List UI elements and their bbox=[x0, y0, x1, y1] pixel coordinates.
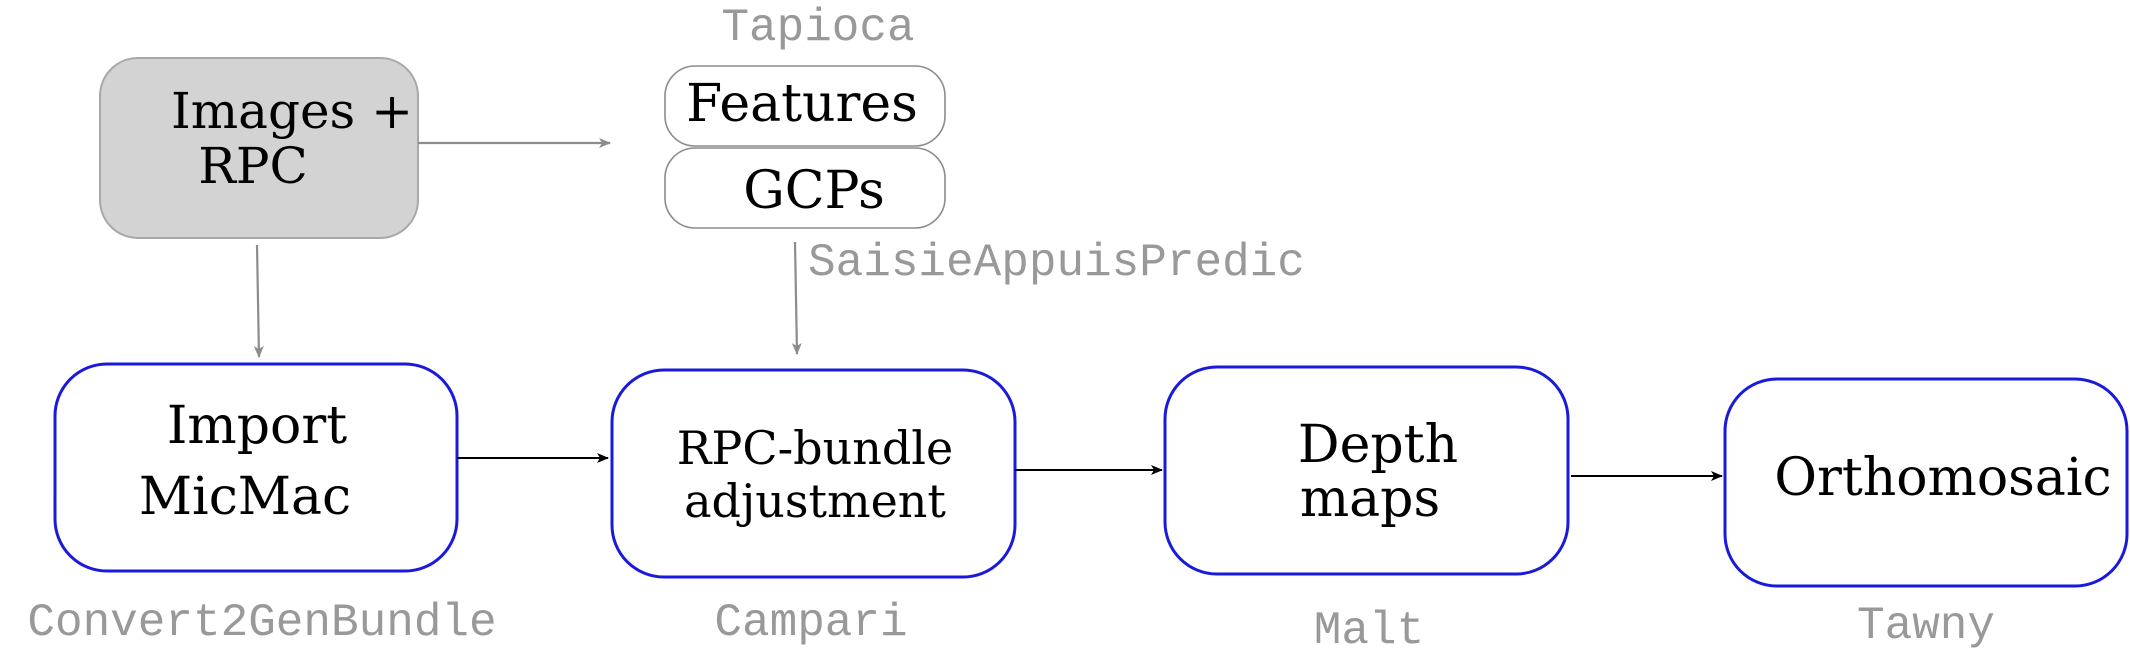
orthomosaic-label: Orthomosaic bbox=[1774, 448, 2111, 508]
features-node: Features bbox=[664, 65, 946, 147]
images-rpc-line2: RPC bbox=[198, 137, 308, 195]
import-line1: Import bbox=[167, 396, 347, 456]
features-label: Features bbox=[686, 74, 918, 134]
saisie-tool-label: SaisieAppuisPredic bbox=[808, 237, 1305, 289]
depth-line2: maps bbox=[1300, 469, 1440, 529]
orthomosaic-node: Orthomosaic bbox=[1723, 377, 2129, 588]
images-rpc-line1: Images + bbox=[171, 82, 413, 140]
depth-maps-node: Depth maps bbox=[1163, 365, 1570, 576]
rpc-bundle-line2: adjustment bbox=[684, 474, 946, 528]
rpc-bundle-line1: RPC-bundle bbox=[677, 421, 953, 475]
images-rpc-node: Images + RPC bbox=[99, 57, 419, 239]
campari-tool-label: Campari bbox=[714, 597, 907, 649]
malt-tool-label: Malt bbox=[1314, 605, 1424, 653]
gcps-node: GCPs bbox=[664, 147, 946, 229]
arrow-gcps-to-bundle bbox=[791, 241, 802, 355]
depth-line1: Depth bbox=[1298, 415, 1458, 475]
convert-tool-label: Convert2GenBundle bbox=[27, 597, 496, 649]
import-line2: MicMac bbox=[139, 467, 351, 527]
arrow-images-to-import bbox=[253, 244, 264, 358]
rpc-bundle-node: RPC-bundle adjustment bbox=[610, 368, 1017, 579]
import-micmac-node: Import MicMac bbox=[53, 362, 459, 573]
tapioca-tool-label: Tapioca bbox=[721, 2, 914, 54]
tawny-tool-label: Tawny bbox=[1857, 600, 1995, 652]
gcps-label: GCPs bbox=[743, 161, 885, 221]
